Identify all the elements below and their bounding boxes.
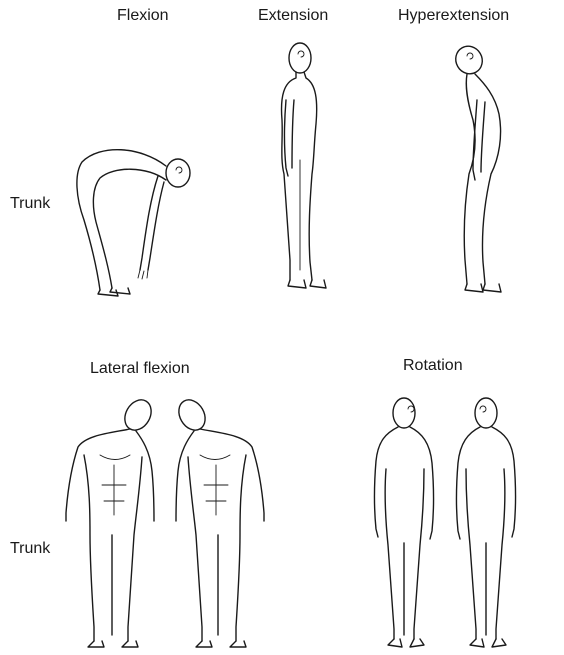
rotation-right-figure (450, 395, 520, 650)
hyperextension-label: Hyperextension (398, 7, 509, 25)
flexion-label: Flexion (117, 7, 169, 25)
flexion-figure (70, 140, 205, 300)
rotation-label: Rotation (403, 357, 463, 375)
extension-label: Extension (258, 7, 328, 25)
rotation-left-figure (370, 395, 440, 650)
lateral-flexion-left-figure (60, 395, 160, 650)
trunk-label-top: Trunk (10, 195, 50, 213)
trunk-label-bottom: Trunk (10, 540, 50, 558)
extension-figure (270, 40, 330, 295)
lateral-flexion-right-figure (170, 395, 270, 650)
lateral-flexion-label: Lateral flexion (90, 360, 190, 378)
hyperextension-figure (445, 40, 520, 295)
